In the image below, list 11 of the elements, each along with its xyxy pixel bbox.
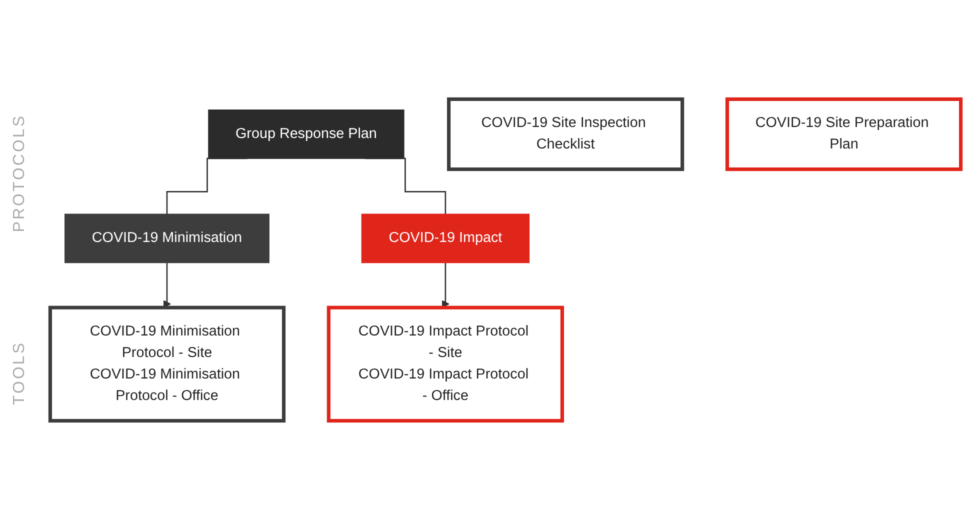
arrow: [442, 262, 450, 308]
node-box: Group Response Plan: [208, 109, 404, 158]
row-label: PROTOCOLS: [11, 114, 29, 232]
node-box: COVID-19 Impact Protocol - Site COVID-19 Impact Protocol - Office: [326, 305, 564, 422]
node-box: COVID-19 Minimisation: [64, 213, 270, 263]
node-box: COVID-19 Site Inspection Checklist: [446, 96, 684, 171]
node-box: COVID-19 Minimisation Protocol - Site COVID-19 Minimisation Protocol - Office: [48, 305, 286, 422]
row-label: TOOLS: [11, 340, 29, 405]
node-box: COVID-19 Site Preparation Plan: [725, 96, 963, 171]
node-box: COVID-19 Impact: [361, 213, 530, 263]
arrow: [163, 262, 171, 308]
